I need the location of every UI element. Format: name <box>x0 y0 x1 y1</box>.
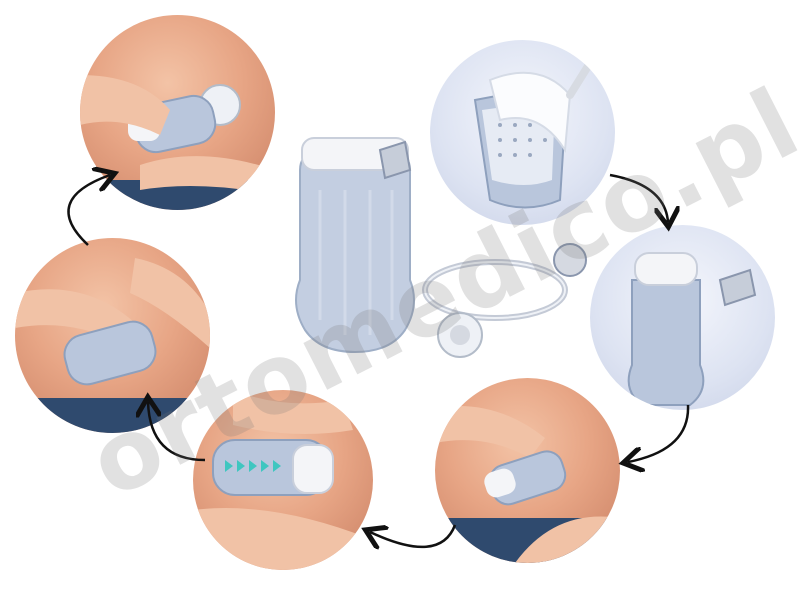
step-device-ready <box>590 225 775 410</box>
arrow-3-to-4 <box>370 524 457 547</box>
autoinjector-kit-illustration <box>295 137 587 358</box>
arrow-4-to-5 <box>148 402 206 462</box>
step-press-start <box>193 390 373 570</box>
adhesive-liner-icon <box>473 51 599 209</box>
step-wait-injection <box>15 238 210 433</box>
needle-cap-part <box>378 140 412 180</box>
arrow-1-to-2 <box>609 173 668 222</box>
arrow-2-to-3 <box>628 404 690 462</box>
tubing-set <box>422 243 587 358</box>
step-remove-adhesive-liner <box>430 40 615 225</box>
device-cap-off-icon <box>627 252 757 406</box>
arrow-5-to-6 <box>67 175 110 246</box>
indicator-lights-icon <box>193 390 373 570</box>
